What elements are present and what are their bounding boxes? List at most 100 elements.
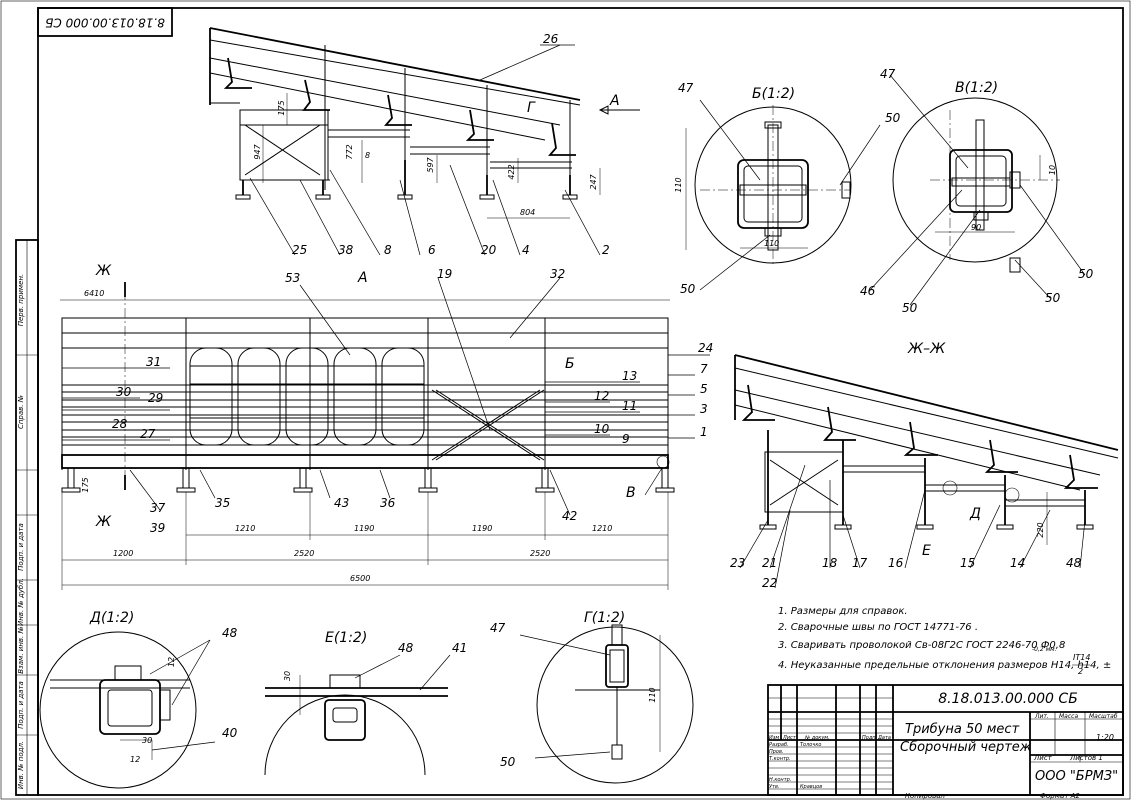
callout-39: 39 [150, 521, 165, 535]
callout-13: 13 [622, 369, 637, 383]
tb-col-scale: Масштаб [1089, 713, 1118, 720]
dim-1200: 1200 [113, 549, 133, 558]
title-block [767, 684, 1124, 796]
dim-110-v: 110 [674, 177, 683, 192]
technical-notes: 1. Размеры для справок. 2. Сварочные швы… [778, 606, 1111, 676]
dim-30: 30 [142, 736, 152, 745]
callout-22: 22 [762, 576, 777, 590]
side-view-dims [262, 93, 601, 219]
callout-42: 42 [562, 509, 577, 523]
callout-9: 9 [622, 432, 630, 446]
top-stamp-text: 8.18.013.00.000 СБ [45, 16, 165, 30]
tb-hdr: Изм [769, 735, 779, 741]
mark-e: Е [922, 543, 931, 559]
detail-g [519, 624, 694, 784]
dim-2520-b: 2520 [530, 549, 550, 558]
tb-title-2: Сборочный чертеж [900, 740, 1032, 755]
tb-designation: 8.18.013.00.000 СБ [938, 691, 1078, 707]
note-3-tolerance: -0,2 мм. [1032, 646, 1057, 653]
view-a-arrow [598, 105, 640, 115]
callout-43: 43 [334, 496, 349, 510]
detail-d [39, 631, 216, 789]
tb-role: Утв. [769, 784, 780, 790]
callout-26: 26 [543, 32, 559, 46]
detail-g-title: Г(1:2) [584, 610, 625, 626]
tb-hdr: Дата [877, 735, 891, 741]
tb-company: ООО "БРМЗ" [1035, 769, 1118, 784]
tb-col-lit: Лит. [1034, 713, 1049, 720]
tb-hdr: № докум. [804, 735, 830, 741]
dim-110-g: 110 [648, 687, 657, 702]
dim-422: 422 [507, 164, 516, 179]
dim-772: 772 [345, 144, 354, 159]
detail-v [869, 74, 1086, 306]
callout-24: 24 [698, 341, 713, 355]
strip-label: Инв. № подл. [17, 741, 25, 789]
callout-17: 17 [852, 556, 868, 570]
dim-12b: 12 [130, 755, 140, 764]
strip-label: Взам. инв. № [17, 626, 25, 674]
strip-label: Перв. примен. [17, 274, 25, 327]
section-view [734, 354, 1119, 545]
detail-e [264, 654, 451, 776]
callout-46: 46 [860, 284, 876, 298]
callout-50: 50 [500, 755, 516, 769]
tb-name: Кравцов [800, 784, 822, 790]
callout-19: 19 [437, 267, 452, 281]
strip-label: Справ. № [17, 395, 25, 429]
callout-28: 28 [112, 417, 128, 431]
callout-38: 38 [338, 243, 354, 257]
dim-220: 220 [1036, 522, 1045, 537]
callout-5: 5 [700, 382, 708, 396]
callout-3: 3 [700, 402, 708, 416]
dim-1210-a: 1210 [235, 524, 255, 533]
callout-50: 50 [1078, 267, 1094, 281]
tb-col-mass: Масса [1059, 713, 1078, 720]
section-callouts [739, 464, 1086, 589]
callout-29: 29 [148, 391, 163, 405]
tb-role: Разраб. [769, 742, 789, 748]
callout-48: 48 [398, 641, 414, 655]
callout-47: 47 [490, 621, 506, 635]
callout-31: 31 [146, 355, 161, 369]
section-title: Ж–Ж [907, 341, 946, 357]
callout-1: 1 [700, 425, 708, 439]
mark-v: В [626, 485, 636, 501]
dim-175: 175 [277, 100, 286, 115]
mark-g: Г [527, 100, 536, 116]
strip-label: Инв. № дубл. [17, 578, 25, 626]
detail-b [685, 99, 881, 291]
callout-18: 18 [822, 556, 838, 570]
detail-b-title: Б(1:2) [752, 86, 795, 102]
front-dims [61, 492, 669, 590]
tb-hdr: Подп. [862, 735, 877, 741]
dim-90: 90 [971, 223, 981, 232]
callout-15: 15 [960, 556, 975, 570]
strip-label: Подп. и дата [17, 681, 25, 729]
callout-4: 4 [522, 243, 530, 257]
mark-b: Б [565, 356, 575, 372]
callout-20: 20 [481, 243, 497, 257]
tb-format: Формат А2 [1040, 792, 1080, 800]
tb-sheet-label: Лист [1033, 754, 1053, 762]
view-a-arrow-label: А [609, 93, 620, 109]
mark-d: Д [969, 506, 981, 522]
detail-v-title: В(1:2) [955, 80, 998, 96]
note-3: 3. Сваривать проволокой Св-08Г2С ГОСТ 22… [778, 640, 1065, 651]
detail-e-title: Е(1:2) [325, 630, 367, 646]
dim-947: 947 [253, 143, 262, 159]
dim-12: 12 [167, 657, 176, 667]
dim-8: 8 [365, 151, 370, 160]
callout-23: 23 [730, 556, 745, 570]
dim-175-front: 175 [81, 477, 90, 492]
tb-role: Т.контр. [769, 756, 791, 762]
cut-marker-top: Ж [95, 263, 112, 279]
note-2: 2. Сварочные швы по ГОСТ 14771-76 . [778, 622, 978, 633]
tb-copied: Копировал [905, 792, 946, 800]
side-view [209, 27, 581, 200]
tb-name: Толочко [800, 742, 821, 748]
side-strip [15, 239, 39, 796]
callout-32: 32 [550, 267, 565, 281]
callout-53: 53 [285, 271, 300, 285]
note-4-den: 2 [1078, 667, 1083, 676]
